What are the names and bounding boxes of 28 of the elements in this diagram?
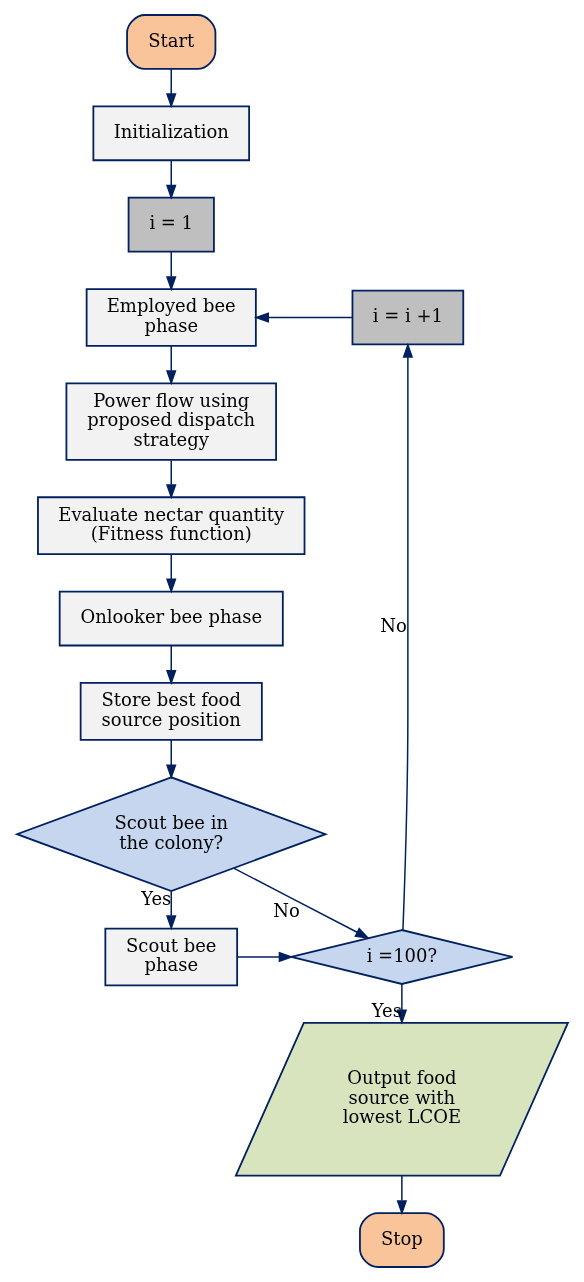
node-box: Evaluate nectar quantity (Fitness function): [36, 496, 305, 556]
node-box: i = i +1: [351, 289, 464, 346]
node-box: Scout bee phase: [103, 927, 238, 987]
arrow: [165, 159, 176, 200]
edge-label: Yes: [371, 1000, 402, 1022]
arrow: [253, 312, 353, 323]
edge-label: No: [379, 614, 407, 636]
arrow: [165, 644, 176, 685]
node-box: Initialization: [91, 105, 250, 162]
edge-label: No: [272, 900, 300, 922]
node-box: Start: [125, 14, 216, 70]
node-box: i = 1: [127, 196, 215, 253]
arrow: [165, 345, 176, 386]
node-box: Employed bee phase: [85, 288, 257, 347]
node-box: Stop: [358, 1212, 445, 1268]
arrow: [232, 867, 370, 939]
arrow: [165, 739, 176, 780]
arrow: [165, 890, 176, 931]
arrow: [401, 342, 413, 931]
node-box: Store best food source position: [79, 682, 263, 741]
arrow: [165, 459, 176, 500]
node-box: Onlooker bee phase: [58, 590, 284, 647]
arrow: [165, 68, 176, 109]
arrow: [165, 250, 176, 292]
node-box: Power flow using proposed dispatch strategy: [65, 382, 277, 461]
arrow: [165, 553, 176, 594]
arrow: [236, 951, 294, 963]
arrow: [396, 1174, 407, 1216]
